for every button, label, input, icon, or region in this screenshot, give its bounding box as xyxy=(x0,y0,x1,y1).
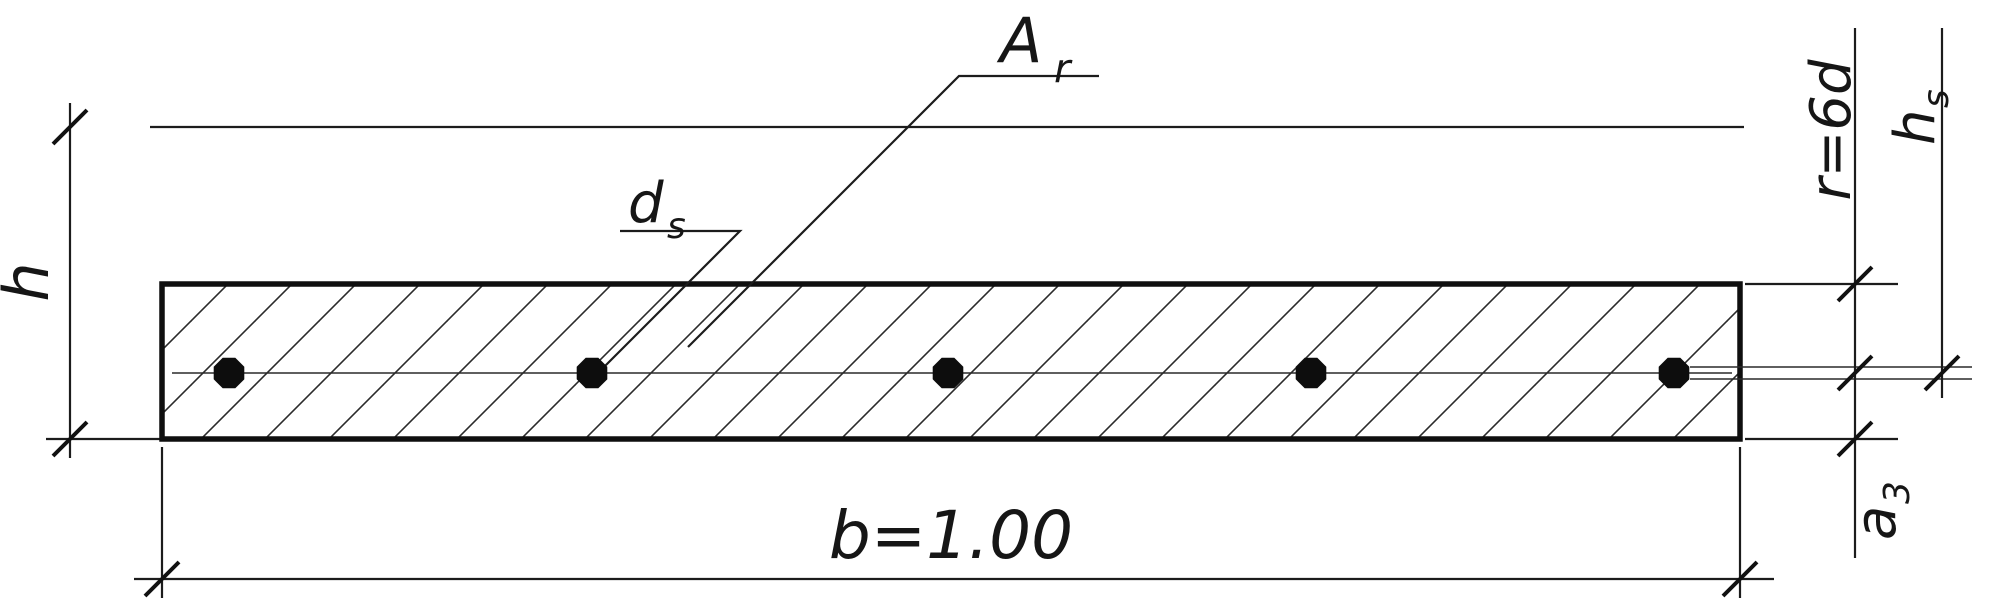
label-bend-radius: r=6d xyxy=(1799,59,1864,201)
dimension-tick xyxy=(143,560,181,598)
label-slab-height: h s xyxy=(1883,89,1957,145)
dimension-tick xyxy=(1836,265,1874,303)
dimension-tick xyxy=(1721,560,1759,598)
dimension-tick xyxy=(1836,420,1874,458)
slab-outline xyxy=(159,281,1743,442)
reinforcement-area-base: A xyxy=(996,4,1042,77)
bar-diameter-sub: s xyxy=(667,206,686,247)
rebar-row xyxy=(213,357,1690,389)
bar-diameter-base: d xyxy=(628,171,664,236)
label-reinforcement-area: A r xyxy=(996,4,1073,92)
reinforcement-area-sub: r xyxy=(1054,46,1073,92)
dimension-tick xyxy=(1836,354,1874,392)
dimension-tick xyxy=(51,420,89,458)
dimension-tick xyxy=(51,108,89,146)
rebar-icon xyxy=(1658,357,1690,389)
slab-height-base: h xyxy=(1883,110,1948,146)
rebar-icon xyxy=(1295,357,1327,389)
bar-diameter-leader-line xyxy=(596,229,743,375)
reinforcement-area-leader-line xyxy=(687,74,1099,348)
slab-height-sub: s xyxy=(1916,89,1957,108)
label-axis-distance: a 3 xyxy=(1844,481,1918,540)
axis-distance-base: a xyxy=(1844,506,1909,540)
dimension-ticks xyxy=(51,108,1961,598)
rebar-icon xyxy=(213,357,245,389)
dimension-tick xyxy=(1923,354,1961,392)
axis-distance-sub: 3 xyxy=(1877,481,1918,504)
label-width: b=1.00 xyxy=(829,497,1073,574)
rebar-icon xyxy=(576,357,608,389)
label-bar-diameter: d s xyxy=(628,171,686,247)
rebar-icon xyxy=(932,357,964,389)
label-total-height: h xyxy=(0,262,63,301)
